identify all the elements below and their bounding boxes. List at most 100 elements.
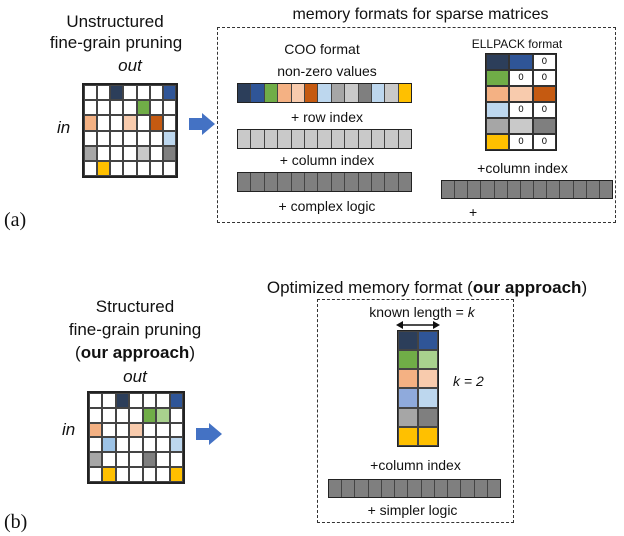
column-index-cell [291,173,305,191]
k-format-cell [418,388,438,408]
ellpack-column-index-cell [547,181,561,198]
column-index-cell [434,480,449,497]
matrix-cell [162,130,176,146]
matrix-cell [149,145,163,161]
optimized-title: Optimized memory format (our approach) [232,279,622,296]
matrix-cell [142,452,157,468]
ellpack-cell: 0 [509,102,533,118]
row-index-label: + row index [291,109,363,125]
panel-a-title-line1: Unstructured [66,12,164,31]
coo-value-cell [291,84,305,102]
matrix-cell [162,85,176,101]
ellpack-column-index-strip [441,180,613,199]
coo-value-cell [304,84,319,102]
row-index-cell [304,130,319,148]
ellpack-cell [509,54,533,70]
panel-b-in-label: in [62,420,76,439]
arrow-right-icon [196,423,222,445]
k-format-cell [398,426,418,446]
panel-a-in-label: in [57,118,71,137]
sparse-matrix-unstructured [82,83,178,178]
panel-b-out-label: out [123,367,147,386]
coo-nonzero-values-strip [237,83,412,103]
column-index-cell [448,480,462,497]
row-index-cell [358,130,372,148]
matrix-cell [169,422,183,438]
column-index-cell [421,480,435,497]
k-format-cell [418,426,438,446]
matrix-cell [115,452,130,468]
matrix-cell [84,100,98,116]
double-arrow-icon [396,321,440,329]
matrix-cell [97,115,111,131]
matrix-cell [136,85,150,101]
coo-value-cell [345,84,359,102]
panel-b-title-line3: (our approach) [60,344,210,361]
nonzero-label: non-zero values [277,63,377,79]
ellpack-cell [486,70,510,86]
column-index-cell [358,173,372,191]
panel-b-title-line1: Structured [95,297,175,316]
ellpack-column-index-cell [560,181,574,198]
matrix-cell [136,160,150,176]
coo-value-cell [398,84,412,102]
matrix-cell [102,407,116,423]
matrix-cell [162,115,176,131]
row-index-cell [385,130,399,148]
k-format-cell [418,407,438,427]
ellpack-column-index-cell [468,181,482,198]
matrix-cell [110,85,124,101]
column-index-cell [355,480,369,497]
matrix-cell [84,115,98,131]
matrix-cell [142,407,157,423]
coo-value-cell [358,84,372,102]
ellpack-column-index-cell [534,181,548,198]
coo-value-cell [371,84,386,102]
panel-b-paren-close: ) [189,343,195,362]
matrix-cell [84,160,98,176]
column-index-cell [395,480,409,497]
matrix-cell [149,130,163,146]
matrix-cell [129,422,143,438]
matrix-cell [149,160,163,176]
k-format-cell [398,388,418,408]
formats-title: memory formats for sparse matrices [292,6,549,23]
row-index-cell [238,130,252,148]
matrix-cell [136,145,150,161]
matrix-cell [102,393,116,408]
optimized-title-suffix: ) [581,278,588,297]
ellpack-column-index-cell [507,181,521,198]
matrix-cell [169,437,183,453]
matrix-cell [156,437,170,453]
matrix-cell [129,467,143,482]
ellpack-column-index-cell [455,181,469,198]
panel-a-title-line2: fine-grain pruning [49,33,183,52]
row-index-cell [318,130,332,148]
matrix-cell [97,100,111,116]
matrix-cell [156,452,170,468]
ellpack-cell [509,86,533,102]
matrix-cell [129,393,143,408]
matrix-cell [129,407,143,423]
ellpack-cell [532,86,556,102]
coo-value-cell [331,84,346,102]
coo-value-cell [264,84,279,102]
k-value-label: k = 2 [453,373,484,389]
coo-title: COO format [284,41,360,57]
column-index-cell [487,480,501,497]
column-index-cell [329,480,343,497]
matrix-cell [89,422,103,438]
column-index-cell [408,480,422,497]
column-index-cell [264,173,279,191]
matrix-cell [115,437,130,453]
k-format-cell [398,369,418,389]
matrix-cell [162,145,176,161]
matrix-cell [149,100,163,116]
matrix-cell [84,85,98,101]
matrix-cell [142,437,157,453]
ellpack-cell [486,86,510,102]
coo-value-cell [385,84,399,102]
matrix-cell [123,145,137,161]
ellpack-plus: + [469,204,478,220]
